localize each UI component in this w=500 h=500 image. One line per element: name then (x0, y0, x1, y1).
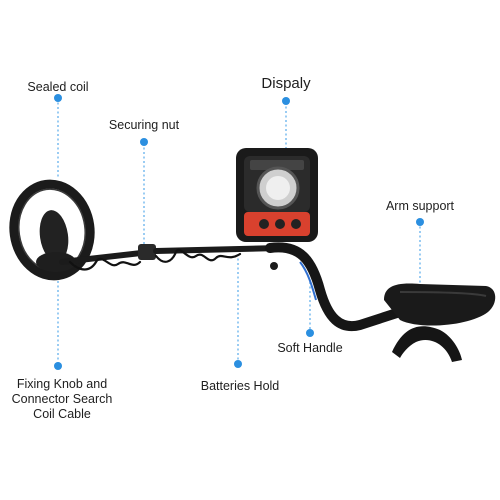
label-fixing-knob: Fixing Knob and Connector Search Coil Ca… (11, 377, 113, 421)
securing-nut (138, 244, 156, 260)
batteries-screw (270, 262, 278, 270)
callout-dot-sealed-coil (54, 94, 62, 102)
callout-lines (57, 98, 421, 365)
coil-cable (68, 248, 242, 271)
callout-dots (54, 94, 424, 370)
control-knob-2 (275, 219, 285, 229)
label-sealed-coil: Sealed coil (27, 80, 89, 94)
soft-handle-accent (299, 261, 317, 301)
callout-dot-arm-support (416, 218, 424, 226)
control-box (236, 148, 318, 242)
label-securing-nut: Securing nut (108, 118, 180, 132)
label-arm-support: Arm support (385, 199, 455, 213)
callout-dot-batteries (234, 360, 242, 368)
label-batteries-hold: Batteries Hold (200, 379, 280, 393)
callout-dot-securing-nut (140, 138, 148, 146)
callout-dot-soft-handle (306, 329, 314, 337)
label-display: Dispaly (261, 75, 311, 92)
upper-shaft (265, 242, 405, 332)
label-soft-handle: Soft Handle (277, 341, 343, 355)
search-coil (9, 179, 95, 281)
arm-stand (392, 326, 462, 362)
callout-dot-fixing-knob (54, 362, 62, 370)
arm-support (384, 283, 496, 362)
callout-dot-display (282, 97, 290, 105)
control-knob-3 (291, 219, 301, 229)
control-knob-1 (259, 219, 269, 229)
